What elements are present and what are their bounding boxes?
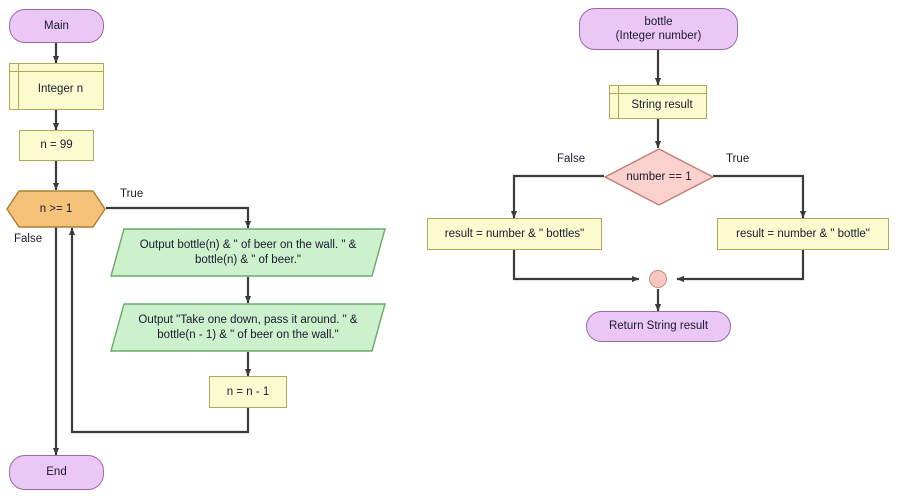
bottle-start-text: bottle (Integer number) [616,15,702,44]
bottle-return-label: Return String result [608,320,709,333]
bottle-declare-string-result[interactable]: String result [609,85,707,119]
declare-left-strip [10,64,19,109]
main-loop-false-label: False [14,233,43,245]
output-1-line-2: bottle(n) & " of beer." [195,253,301,266]
main-end-terminal[interactable]: End [9,455,104,490]
bottle-start-line-2: (Integer number) [615,30,702,42]
main-start-terminal[interactable]: Main [9,9,104,43]
output-2-line-1: Output "Take one down, pass it around. "… [138,314,358,327]
main-output-verse-2-text: Output "Take one down, pass it around. "… [132,313,363,342]
main-declare-integer-n[interactable]: Integer n [9,63,104,110]
declare-left-strip [610,86,619,118]
bottle-decision-false-label: False [557,153,586,165]
bottle-declare-label: String result [631,98,693,111]
main-decrement-n[interactable]: n = n - 1 [209,376,287,408]
main-assign-99[interactable]: n = 99 [19,130,94,161]
diamond-shape-icon [604,148,714,206]
main-declare-label: Integer n [37,83,84,96]
bottle-assign-singular-label: result = number & " bottle" [736,227,870,240]
main-decrement-label: n = n - 1 [226,385,270,398]
main-assign-99-label: n = 99 [40,139,73,152]
main-output-verse-2[interactable]: Output "Take one down, pass it around. "… [110,303,386,352]
bottle-start-line-1: bottle [644,15,673,28]
main-loop-true-label: True [120,188,144,200]
hexagon-shape-icon [6,190,106,228]
declare-top-strip [10,64,103,72]
bottle-return-terminal[interactable]: Return String result [586,311,731,342]
bottle-assign-plural-label: result = number & " bottles" [444,227,585,240]
main-loop-condition-label: n >= 1 [39,202,73,215]
main-end-label: End [46,466,67,479]
bottle-assign-plural[interactable]: result = number & " bottles" [427,218,602,250]
main-start-label: Main [44,19,69,32]
output-1-line-1: Output bottle(n) & " of beer on the wall… [139,239,357,252]
main-loop-condition[interactable]: n >= 1 [6,190,106,228]
bottle-decision-label: number == 1 [626,170,692,183]
bottle-decision-true-label: True [726,153,750,165]
output-2-line-2: bottle(n - 1) & " of beer on the wall." [157,328,339,341]
bottle-decision[interactable]: number == 1 [604,148,714,206]
bottle-merge-connector [649,270,667,288]
bottle-assign-singular[interactable]: result = number & " bottle" [717,218,889,250]
bottle-start-terminal[interactable]: bottle (Integer number) [579,8,738,50]
main-output-verse-1[interactable]: Output bottle(n) & " of beer on the wall… [110,228,386,277]
main-output-verse-1-text: Output bottle(n) & " of beer on the wall… [134,238,363,267]
